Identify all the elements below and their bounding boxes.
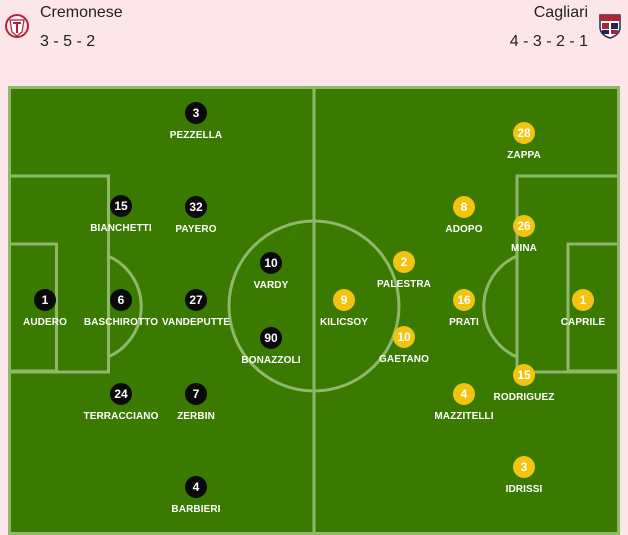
cremonese-crest-icon <box>5 14 29 38</box>
player-name: GAETANO <box>379 354 429 365</box>
player-number: 1 <box>34 289 56 311</box>
home-team-name: Cremonese <box>40 4 123 21</box>
player-pezzella[interactable]: 3 PEZZELLA <box>136 102 256 141</box>
player-name: BIANCHETTI <box>90 223 152 234</box>
player-zappa[interactable]: 28 ZAPPA <box>464 122 584 161</box>
player-caprile[interactable]: 1 CAPRILE <box>523 289 628 328</box>
player-name: MINA <box>511 243 537 254</box>
player-idrissi[interactable]: 3 IDRISSI <box>464 456 584 495</box>
player-payero[interactable]: 32 PAYERO <box>136 196 256 235</box>
player-name: ADOPO <box>445 224 483 235</box>
player-name: CAPRILE <box>560 317 606 328</box>
player-number: 16 <box>453 289 475 311</box>
player-audero[interactable]: 1 AUDERO <box>0 289 105 328</box>
player-number: 6 <box>110 289 132 311</box>
player-barbieri[interactable]: 4 BARBIERI <box>136 476 256 515</box>
player-number: 32 <box>185 196 207 218</box>
player-zerbin[interactable]: 7 ZERBIN <box>136 383 256 422</box>
player-name: PRATI <box>449 317 479 328</box>
center-circle <box>227 219 401 393</box>
pitch-markings <box>8 86 620 535</box>
home-goal-box <box>8 242 58 373</box>
player-name: VANDEPUTTE <box>161 317 231 328</box>
player-rodriguez[interactable]: 15 RODRIGUEZ <box>464 364 584 403</box>
player-kilicsoy[interactable]: 9 KILICSOY <box>284 289 404 328</box>
player-name: BARBIERI <box>171 504 221 515</box>
away-team-name: Cagliari <box>533 4 588 21</box>
player-number: 15 <box>110 195 132 217</box>
player-name: RODRIGUEZ <box>493 392 555 403</box>
player-palestra[interactable]: 2 PALESTRA <box>344 251 464 290</box>
player-number: 28 <box>513 122 535 144</box>
player-gaetano[interactable]: 10 GAETANO <box>344 326 464 365</box>
away-formation: 4 - 3 - 2 - 1 <box>509 33 588 50</box>
player-mina[interactable]: 26 MINA <box>464 215 584 254</box>
player-adopo[interactable]: 8 ADOPO <box>404 196 524 235</box>
player-number: 7 <box>185 383 207 405</box>
player-number: 4 <box>453 383 475 405</box>
player-mazzitelli[interactable]: 4 MAZZITELLI <box>404 383 524 422</box>
cagliari-crest-icon <box>599 14 621 39</box>
player-name: VARDY <box>253 280 289 291</box>
player-number: 90 <box>260 327 282 349</box>
player-number: 15 <box>513 364 535 386</box>
player-bianchetti[interactable]: 15 BIANCHETTI <box>61 195 181 234</box>
player-number: 27 <box>185 289 207 311</box>
player-number: 1 <box>572 289 594 311</box>
home-penalty-arc <box>107 254 143 359</box>
player-name: ZERBIN <box>177 411 215 422</box>
player-terracciano[interactable]: 24 TERRACCIANO <box>61 383 181 422</box>
player-number: 9 <box>333 289 355 311</box>
player-name: KILICSOY <box>319 317 369 328</box>
player-name: TERRACCIANO <box>83 411 159 422</box>
player-name: ZAPPA <box>507 150 541 161</box>
player-number: 10 <box>393 326 415 348</box>
player-number: 24 <box>110 383 132 405</box>
player-name: IDRISSI <box>505 484 543 495</box>
player-number: 3 <box>185 102 207 124</box>
player-number: 3 <box>513 456 535 478</box>
player-number: 4 <box>185 476 207 498</box>
player-baschirotto[interactable]: 6 BASCHIROTTO <box>61 289 181 328</box>
player-name: MAZZITELLI <box>434 411 494 422</box>
player-number: 8 <box>453 196 475 218</box>
player-number: 10 <box>260 252 282 274</box>
player-vandeputte[interactable]: 27 VANDEPUTTE <box>136 289 256 328</box>
player-name: PAYERO <box>175 224 217 235</box>
player-number: 2 <box>393 251 415 273</box>
player-name: PEZZELLA <box>169 130 223 141</box>
player-name: BASCHIROTTO <box>83 317 159 328</box>
player-name: BONAZZOLI <box>241 355 301 366</box>
player-vardy[interactable]: 10 VARDY <box>211 252 331 291</box>
player-number: 26 <box>513 215 535 237</box>
player-prati[interactable]: 16 PRATI <box>404 289 524 328</box>
away-goal-box <box>566 242 620 373</box>
lineup-header: Cremonese 3 - 5 - 2 Cagliari 4 - 3 - 2 -… <box>0 0 628 80</box>
home-formation: 3 - 5 - 2 <box>40 33 96 50</box>
player-name: AUDERO <box>23 317 67 328</box>
player-bonazzoli[interactable]: 90 BONAZZOLI <box>211 327 331 366</box>
player-name: PALESTRA <box>377 279 431 290</box>
away-penalty-arc <box>482 254 518 359</box>
